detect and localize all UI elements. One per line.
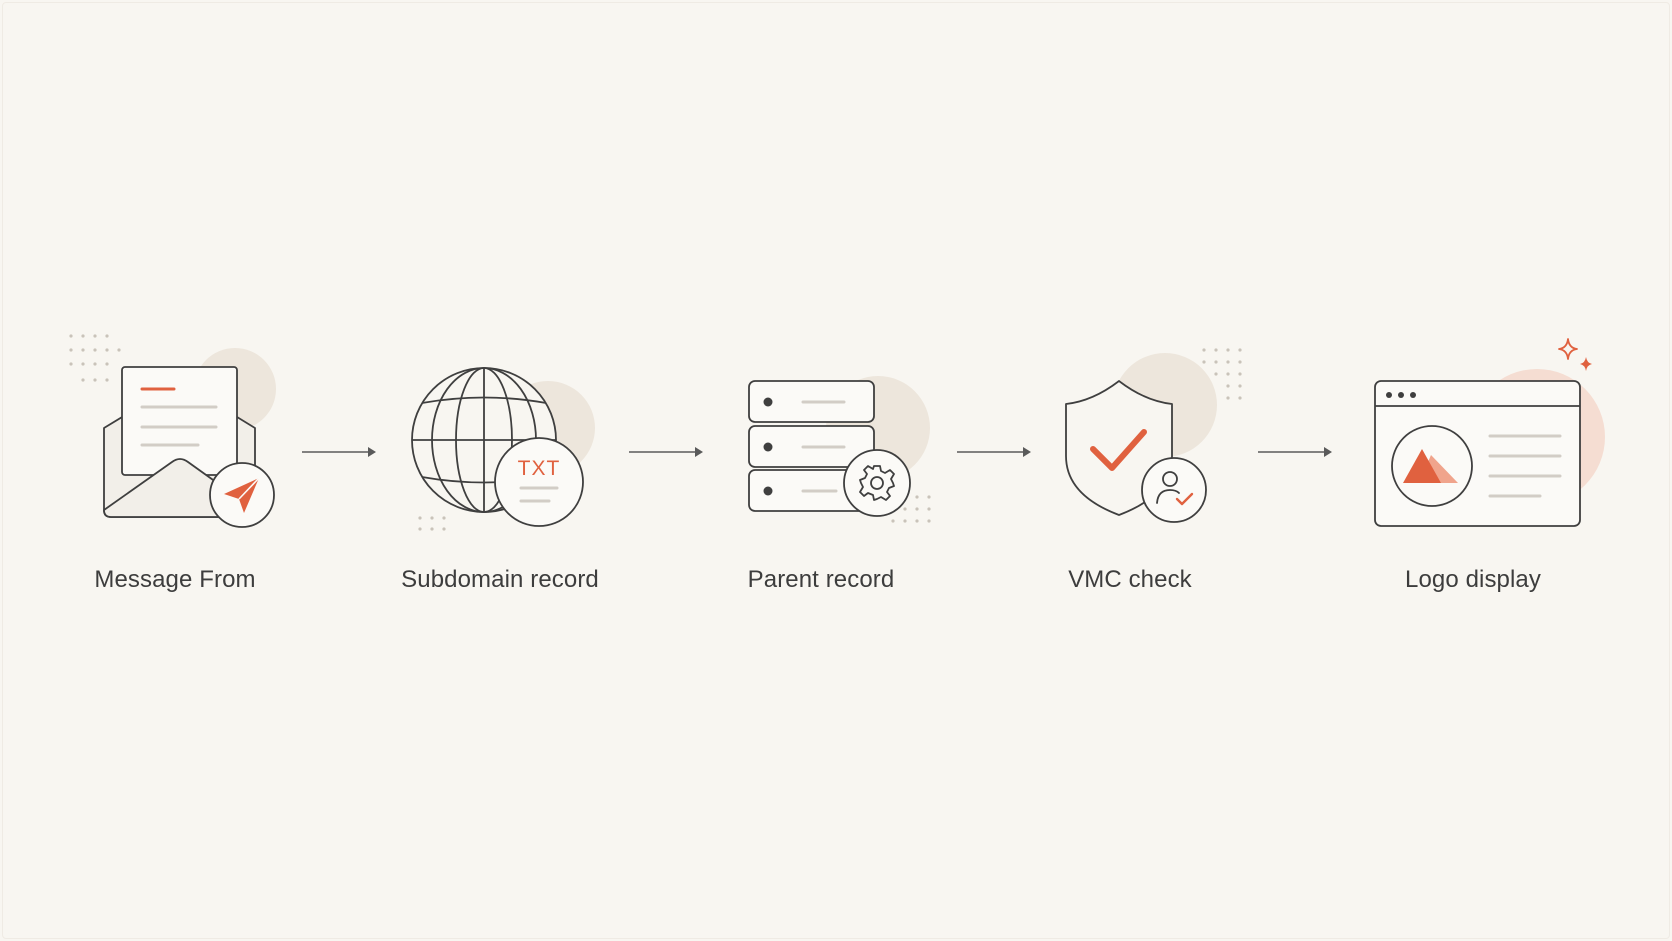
step-label-parent-record: Parent record xyxy=(747,566,895,593)
flow-arrow-1 xyxy=(302,447,376,457)
envelope-send-icon xyxy=(69,334,276,528)
flow-arrow-3 xyxy=(957,447,1031,457)
flow-arrow-4 xyxy=(1258,447,1332,457)
shield-check-icon xyxy=(1065,348,1242,523)
step-label-logo-display: Logo display xyxy=(1405,566,1541,593)
globe-txt-icon: TXT xyxy=(411,367,595,531)
step-label-subdomain-record: Subdomain record xyxy=(401,566,599,593)
txt-badge-label: TXT xyxy=(518,457,561,480)
flow-arrow-2 xyxy=(629,447,703,457)
step-label-vmc-check: VMC check xyxy=(1068,566,1192,593)
browser-logo-icon xyxy=(1374,338,1605,527)
step-label-message-from: Message From xyxy=(94,566,256,593)
server-gear-icon xyxy=(748,376,931,523)
